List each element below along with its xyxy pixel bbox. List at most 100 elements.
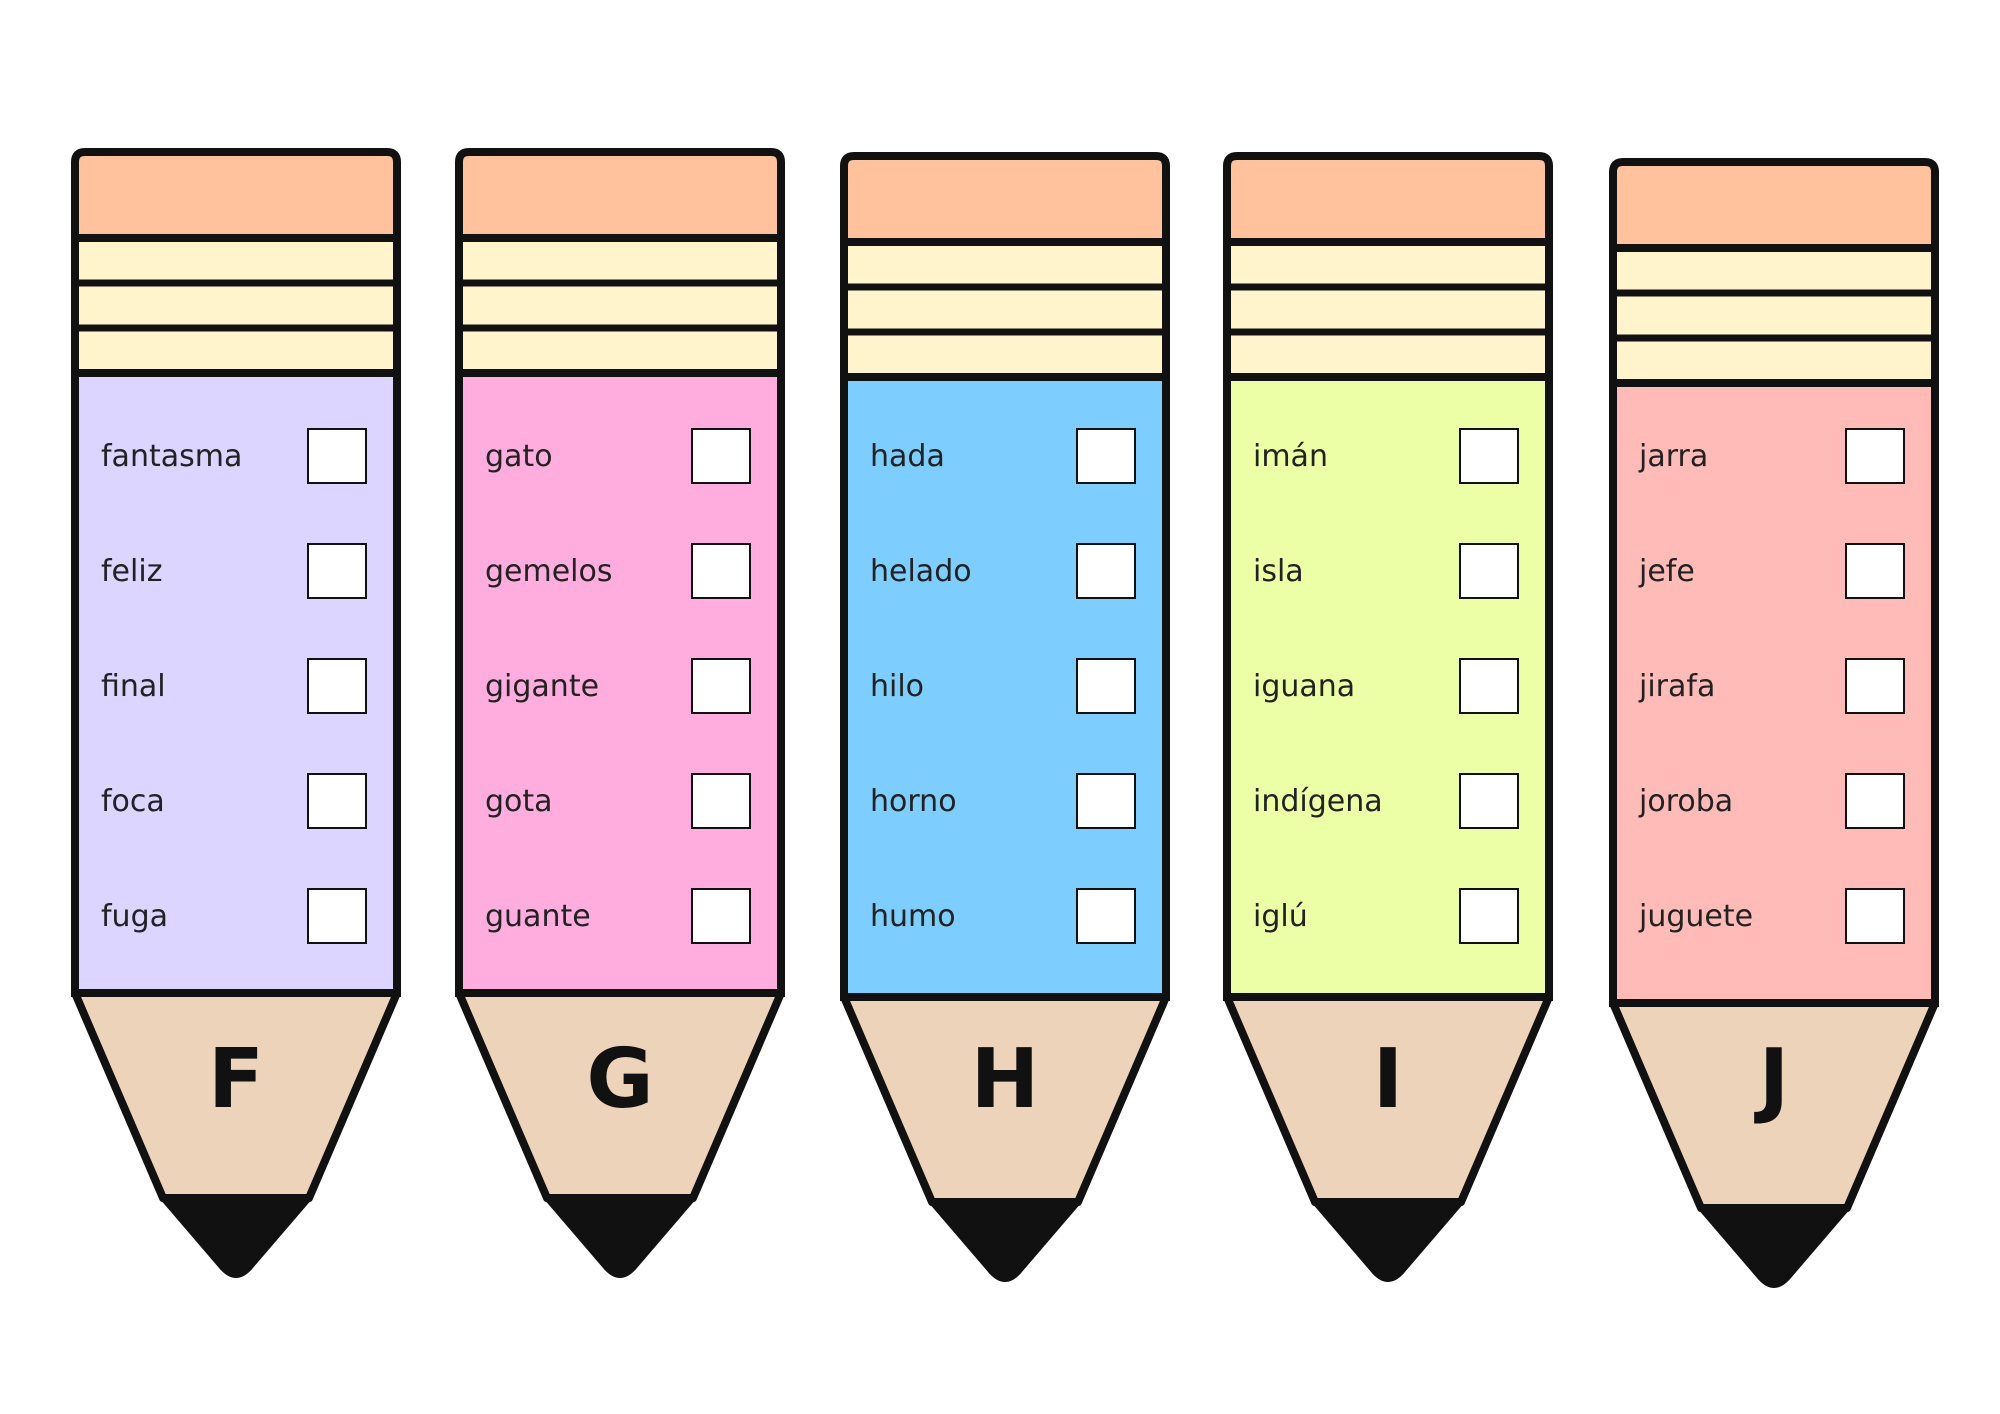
pencil-ferrule bbox=[455, 234, 785, 377]
pencil-lead bbox=[544, 1195, 696, 1278]
pencil-letter: H bbox=[970, 1032, 1040, 1127]
word-checkbox[interactable] bbox=[691, 888, 751, 944]
word-checkbox[interactable] bbox=[691, 428, 751, 484]
word-row: indígena bbox=[1223, 772, 1553, 832]
word-row: jefe bbox=[1609, 542, 1939, 602]
word-list: fantasma feliz final foca fuga bbox=[71, 148, 401, 1288]
word-row: final bbox=[71, 657, 401, 717]
word-label: gota bbox=[485, 784, 553, 819]
word-row: feliz bbox=[71, 542, 401, 602]
word-label: joroba bbox=[1639, 784, 1734, 819]
word-label: jefe bbox=[1639, 554, 1695, 589]
word-checkbox[interactable] bbox=[307, 888, 367, 944]
word-checkbox[interactable] bbox=[307, 658, 367, 714]
word-label: hada bbox=[870, 439, 945, 474]
word-list: jarra jefe jirafa joroba juguete bbox=[1609, 158, 1939, 1298]
word-row: hilo bbox=[840, 657, 1170, 717]
word-checkbox[interactable] bbox=[1459, 773, 1519, 829]
pencil-eraser bbox=[840, 152, 1170, 246]
word-label: guante bbox=[485, 899, 591, 934]
pencil-ferrule bbox=[1609, 244, 1939, 387]
word-checkbox[interactable] bbox=[1076, 658, 1136, 714]
word-row: helado bbox=[840, 542, 1170, 602]
word-checkbox[interactable] bbox=[307, 428, 367, 484]
word-checkbox[interactable] bbox=[1459, 428, 1519, 484]
word-checkbox[interactable] bbox=[1845, 888, 1905, 944]
word-row: isla bbox=[1223, 542, 1553, 602]
word-list: gato gemelos gigante gota guante bbox=[455, 148, 785, 1288]
word-label: iguana bbox=[1253, 669, 1356, 704]
word-label: gigante bbox=[485, 669, 600, 704]
word-row: hada bbox=[840, 427, 1170, 487]
pencil-eraser bbox=[455, 148, 785, 242]
pencil-eraser bbox=[1223, 152, 1553, 246]
pencil-ferrule bbox=[71, 234, 401, 377]
pencil-letter: F bbox=[207, 1032, 264, 1127]
word-row: joroba bbox=[1609, 772, 1939, 832]
pencil-letter: G bbox=[586, 1032, 654, 1127]
word-label: jarra bbox=[1639, 439, 1709, 474]
word-label: imán bbox=[1253, 439, 1328, 474]
word-checkbox[interactable] bbox=[691, 773, 751, 829]
word-row: gigante bbox=[455, 657, 785, 717]
word-label: foca bbox=[101, 784, 165, 819]
word-checkbox[interactable] bbox=[691, 543, 751, 599]
word-checkbox[interactable] bbox=[1076, 888, 1136, 944]
word-checkbox[interactable] bbox=[1076, 428, 1136, 484]
pencil-lead bbox=[160, 1195, 312, 1278]
word-checkbox[interactable] bbox=[1459, 658, 1519, 714]
word-row: juguete bbox=[1609, 887, 1939, 947]
word-row: gota bbox=[455, 772, 785, 832]
word-checkbox[interactable] bbox=[1845, 428, 1905, 484]
word-list: imán isla iguana indígena iglú bbox=[1223, 152, 1553, 1292]
word-label: indígena bbox=[1253, 784, 1383, 819]
word-row: guante bbox=[455, 887, 785, 947]
word-checkbox[interactable] bbox=[1459, 888, 1519, 944]
word-checkbox[interactable] bbox=[1459, 543, 1519, 599]
word-list: hada helado hilo horno humo bbox=[840, 152, 1170, 1292]
word-label: feliz bbox=[101, 554, 163, 589]
word-label: gato bbox=[485, 439, 553, 474]
word-row: gemelos bbox=[455, 542, 785, 602]
pencil-lead bbox=[1698, 1205, 1850, 1288]
word-row: fuga bbox=[71, 887, 401, 947]
word-row: fantasma bbox=[71, 427, 401, 487]
word-label: horno bbox=[870, 784, 957, 819]
word-checkbox[interactable] bbox=[691, 658, 751, 714]
word-row: imán bbox=[1223, 427, 1553, 487]
word-row: jirafa bbox=[1609, 657, 1939, 717]
word-row: horno bbox=[840, 772, 1170, 832]
word-label: fuga bbox=[101, 899, 169, 934]
pencil-letter: I bbox=[1372, 1032, 1404, 1127]
pencil-lead bbox=[929, 1199, 1081, 1282]
word-row: gato bbox=[455, 427, 785, 487]
word-label: helado bbox=[870, 554, 972, 589]
word-checkbox[interactable] bbox=[307, 543, 367, 599]
word-label: final bbox=[101, 669, 166, 704]
word-row: jarra bbox=[1609, 427, 1939, 487]
word-checkbox[interactable] bbox=[1845, 543, 1905, 599]
word-checkbox[interactable] bbox=[1076, 543, 1136, 599]
word-label: juguete bbox=[1639, 899, 1754, 934]
pencil-eraser bbox=[71, 148, 401, 242]
word-row: humo bbox=[840, 887, 1170, 947]
word-row: iglú bbox=[1223, 887, 1553, 947]
word-row: iguana bbox=[1223, 657, 1553, 717]
word-label: jirafa bbox=[1639, 669, 1716, 704]
word-row: foca bbox=[71, 772, 401, 832]
pencil-ferrule bbox=[840, 238, 1170, 381]
pencil-eraser bbox=[1609, 158, 1939, 252]
word-checkbox[interactable] bbox=[307, 773, 367, 829]
word-checkbox[interactable] bbox=[1076, 773, 1136, 829]
word-label: humo bbox=[870, 899, 956, 934]
word-checkbox[interactable] bbox=[1845, 658, 1905, 714]
pencil-letter: J bbox=[1758, 1032, 1790, 1127]
word-checkbox[interactable] bbox=[1845, 773, 1905, 829]
word-label: isla bbox=[1253, 554, 1304, 589]
